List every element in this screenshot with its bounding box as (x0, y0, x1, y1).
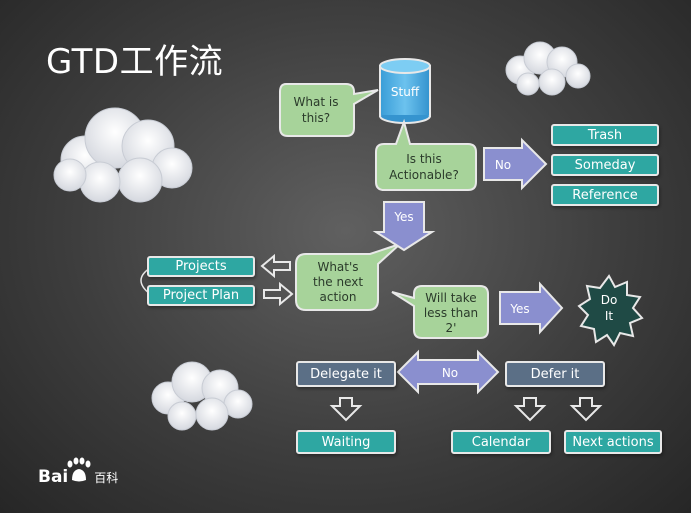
arrow-to-project-plan (263, 281, 294, 307)
reference-box: Reference (551, 184, 659, 206)
cloud-top-right (505, 41, 591, 96)
delegate-box: Delegate it (296, 361, 396, 387)
trash-box: Trash (551, 124, 659, 146)
next-actions-box: Next actions (564, 430, 662, 454)
cloud-bottom-left (151, 361, 253, 431)
next-action-line1: What's (317, 260, 358, 274)
baidu-paw-icon (67, 457, 91, 482)
arrow-down-next-actions (569, 397, 603, 422)
what-is-this-line2: this? (302, 111, 330, 125)
defer-box: Defer it (505, 361, 605, 387)
is-actionable-line2: Actionable? (389, 168, 459, 182)
next-action-line3: action (320, 290, 357, 304)
project-plan-label: Project Plan (162, 288, 240, 303)
next-action-line2: the next (313, 275, 363, 289)
stuff-cylinder (379, 58, 431, 124)
what-is-this-line1: What is (294, 95, 339, 109)
baidu-brand: Bai (38, 467, 69, 487)
projects-label: Projects (175, 259, 227, 274)
no-bottom-label: No (442, 366, 458, 380)
arrow-down-calendar (513, 397, 547, 422)
bubble-what-is-this (279, 83, 379, 137)
take-less-line2: less than (424, 306, 478, 320)
do-it-line2: It (605, 309, 614, 323)
trash-label: Trash (587, 127, 623, 143)
project-plan-box: Project Plan (147, 285, 255, 306)
arrow-yes-right (499, 281, 564, 335)
take-less-line1: Will take (425, 291, 476, 305)
arrow-yes-down (372, 201, 436, 252)
baidu-brand-suffix: 百科 (94, 471, 119, 485)
baidu-watermark: Bai 百科 (38, 467, 118, 487)
calendar-label: Calendar (471, 434, 531, 450)
no-top-label: No (495, 158, 511, 172)
delegate-label: Delegate it (310, 366, 382, 382)
calendar-box: Calendar (451, 430, 551, 454)
take-less-line3: 2' (446, 321, 457, 335)
diagram-title: GTD工作流 (46, 42, 224, 82)
waiting-box: Waiting (296, 430, 396, 454)
arrow-no-right (483, 137, 548, 191)
waiting-label: Waiting (321, 434, 371, 450)
someday-box: Someday (551, 154, 659, 176)
arrow-no-both (396, 349, 500, 395)
defer-label: Defer it (530, 366, 580, 382)
yes-mid-label: Yes (393, 210, 413, 224)
do-it-seal (577, 274, 644, 347)
cloud-left (53, 107, 193, 203)
reference-label: Reference (572, 187, 638, 203)
next-actions-label: Next actions (572, 434, 654, 450)
stuff-label: Stuff (391, 85, 420, 99)
bubble-take-less (391, 285, 489, 339)
is-actionable-line1: Is this (406, 152, 442, 166)
projects-box: Projects (147, 256, 255, 277)
bubble-next-action (295, 243, 401, 311)
someday-label: Someday (574, 157, 636, 173)
yes-right-label: Yes (509, 302, 529, 316)
arrow-to-projects (260, 253, 291, 279)
arrow-down-delegate (329, 397, 363, 422)
bubble-is-actionable (375, 118, 477, 191)
do-it-line1: Do (601, 293, 618, 307)
